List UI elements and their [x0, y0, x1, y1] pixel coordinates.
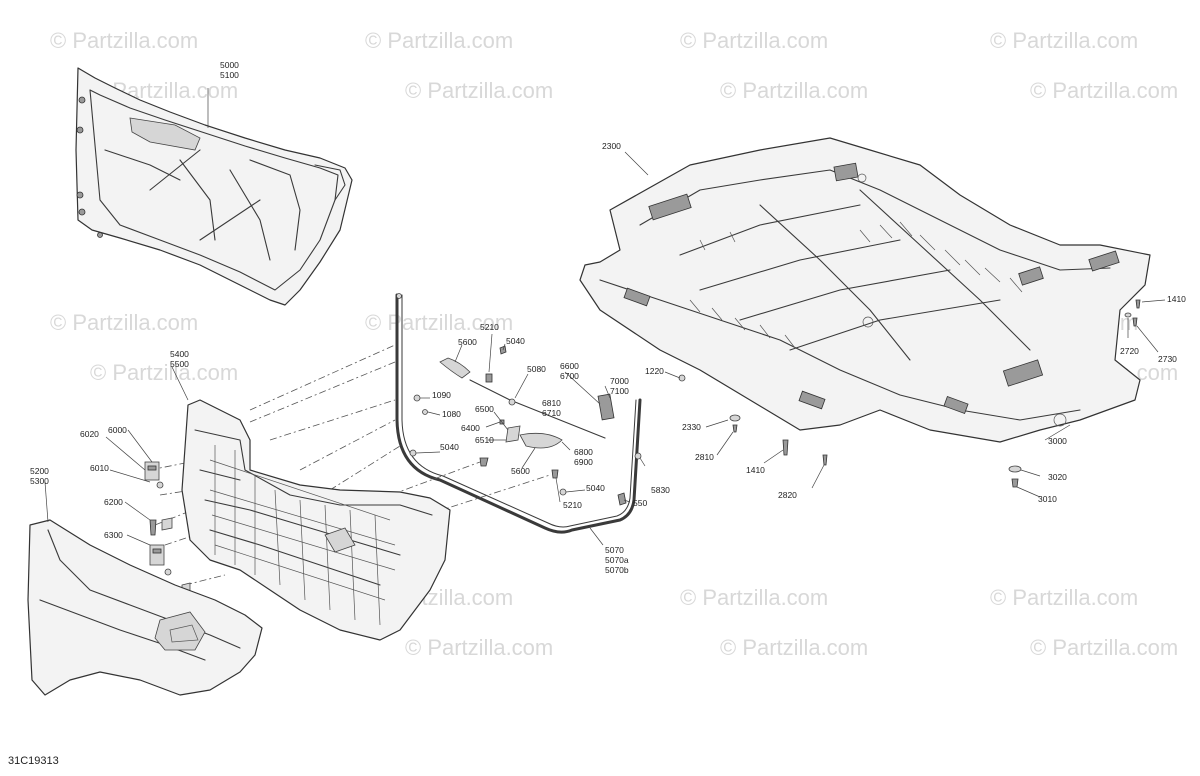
- callout-label: 5200: [30, 466, 49, 476]
- callout-label: 5400: [170, 349, 189, 359]
- watermark: © Partzilla.com: [50, 310, 198, 335]
- door-outer-skin: [27, 519, 263, 696]
- callout-label: 5210: [480, 322, 499, 332]
- callout-label: 6710: [542, 408, 561, 418]
- watermark: © Partzilla.com: [1030, 78, 1178, 103]
- callout-label: 6810: [542, 398, 561, 408]
- callout-label: 2810: [695, 452, 714, 462]
- callout-label: 5830: [651, 485, 670, 495]
- callout-label: 5070: [605, 545, 624, 555]
- callout-label: 6400: [461, 423, 480, 433]
- watermark: © Partzilla.com: [405, 78, 553, 103]
- callout-label: 5080: [527, 364, 546, 374]
- watermark: © Partzilla.com: [365, 28, 513, 53]
- watermark: © Partzilla.com: [365, 310, 513, 335]
- callout-label: 6600: [560, 361, 579, 371]
- watermark: © Partzilla.com: [990, 28, 1138, 53]
- callout-label: 3000: [1048, 436, 1067, 446]
- callout-label: 6010: [90, 463, 109, 473]
- callout-label: 6000: [108, 425, 127, 435]
- callout-label: 5000: [220, 60, 239, 70]
- latch-leader-lines: [415, 333, 646, 503]
- callout-label: 2330: [682, 422, 701, 432]
- callout-label: 1220: [645, 366, 664, 376]
- callout-label: 5040: [586, 483, 605, 493]
- hinge-leader-lines: [105, 429, 153, 546]
- callout-label: 2730: [1158, 354, 1177, 364]
- callout-label: 6200: [104, 497, 123, 507]
- callout-label: 1090: [432, 390, 451, 400]
- callout-label: 5300: [30, 476, 49, 486]
- floor-leader-lines: [664, 299, 1166, 498]
- door-outer-frame: [181, 399, 451, 641]
- callout-label: 2820: [778, 490, 797, 500]
- callout-label: 3010: [1038, 494, 1057, 504]
- callout-label: 1410: [746, 465, 765, 475]
- callout-label: 5500: [170, 359, 189, 369]
- watermark: © Partzilla.com: [90, 360, 238, 385]
- watermark: © Partzilla.com: [50, 28, 198, 53]
- callout-label: 6800: [574, 447, 593, 457]
- callout-label: 5070b: [605, 565, 629, 575]
- callout-label: 1080: [442, 409, 461, 419]
- callout-label: 2300: [602, 141, 621, 151]
- callout-label: 5600: [458, 337, 477, 347]
- callout-label: 6700: [560, 371, 579, 381]
- watermark: © Partzilla.com: [680, 28, 828, 53]
- watermark: © Partzilla.com: [680, 585, 828, 610]
- watermark: © Partzilla.com: [1030, 635, 1178, 660]
- callout-label: 2720: [1120, 346, 1139, 356]
- floor-fasteners: [678, 299, 1141, 488]
- callout-label: 5070a: [605, 555, 629, 565]
- watermark: © Partzilla.com: [405, 635, 553, 660]
- callout-label: 5600: [511, 466, 530, 476]
- callout-label: 5100: [220, 70, 239, 80]
- door-inner-panel: [75, 67, 353, 306]
- watermark: © Partzilla.com: [990, 585, 1138, 610]
- callout-label: 6900: [574, 457, 593, 467]
- callout-label: 7100: [610, 386, 629, 396]
- diagram-code: 31C19313: [8, 755, 59, 767]
- callout-label: 7000: [610, 376, 629, 386]
- callout-label: 6500: [475, 404, 494, 414]
- alignment-lines: [149, 344, 551, 586]
- callout-label: 6510: [475, 435, 494, 445]
- callout-label: 550: [633, 498, 647, 508]
- callout-label: 5040: [440, 442, 459, 452]
- watermark: © Partzilla.com: [720, 635, 868, 660]
- callout-label: 5040: [506, 336, 525, 346]
- callout-label: 5210: [563, 500, 582, 510]
- callout-label: 1410: [1167, 294, 1186, 304]
- door-seal: [395, 293, 642, 534]
- callout-label: 6300: [104, 530, 123, 540]
- floor-skid-plate: [579, 137, 1151, 443]
- callout-label: 3020: [1048, 472, 1067, 482]
- watermark: © Partzilla.com: [720, 78, 868, 103]
- latch-hardware: [409, 345, 642, 506]
- callout-label: 6020: [80, 429, 99, 439]
